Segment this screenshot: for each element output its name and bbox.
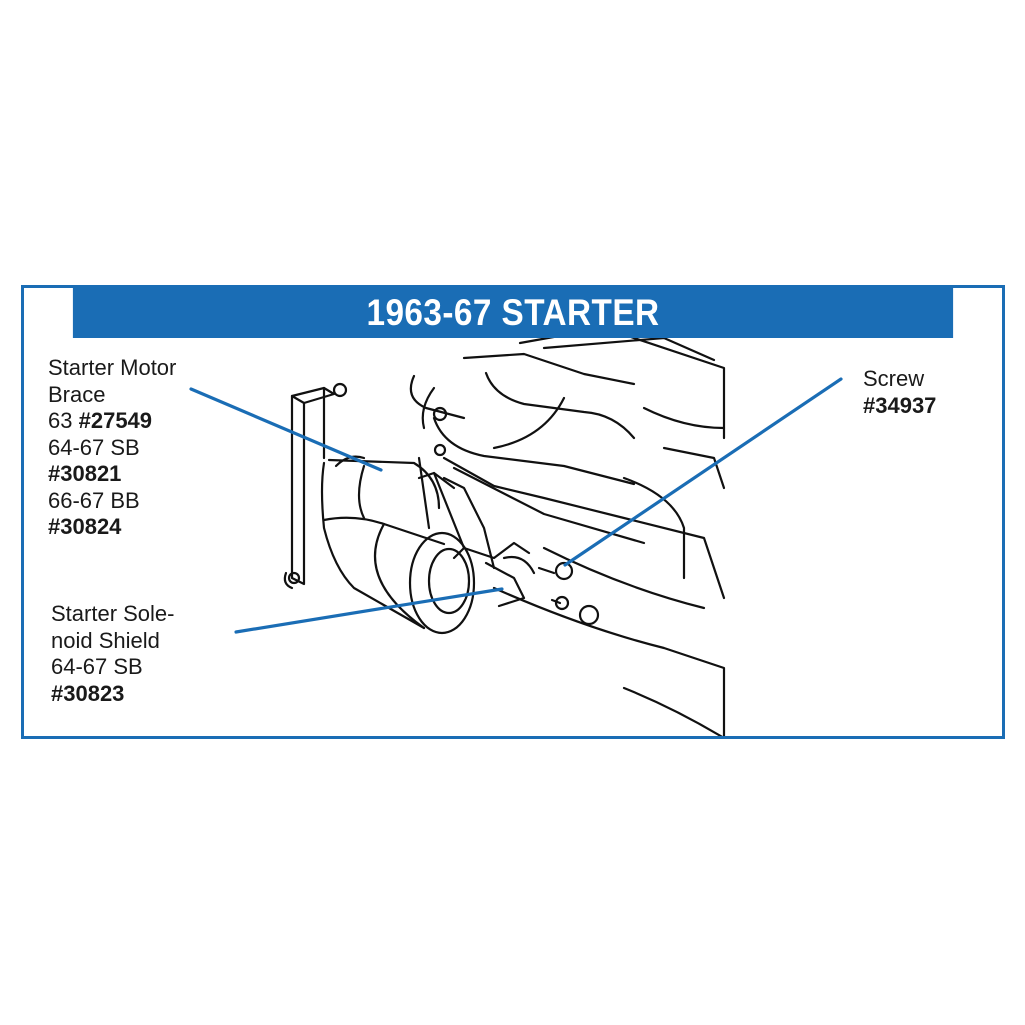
brace-name-line2: Brace <box>48 381 106 407</box>
starter-motor <box>320 455 496 635</box>
page-title: 1963-67 STARTER <box>72 288 954 338</box>
brace-row-63: 63 #27549 <box>48 408 176 435</box>
solenoid-name-line2: noid Shield <box>51 627 160 653</box>
brace-bracket <box>417 471 531 560</box>
brace-part-number-1: #27549 <box>78 408 153 433</box>
callout-starter-motor-brace: Starter Motor Brace 63 #27549 64-67 SB #… <box>48 355 176 541</box>
callout-screw: Screw #34937 <box>863 366 936 419</box>
brace-year1: 63 <box>48 408 73 433</box>
brace-part-number-3: #30824 <box>48 514 122 539</box>
screw-part-number: #34937 <box>863 392 937 418</box>
leader-line-solenoid <box>234 587 504 634</box>
leader-line-brace <box>189 387 383 472</box>
hardware <box>537 561 600 626</box>
brace-part-number-2: #30821 <box>48 461 122 486</box>
leader-line-screw <box>563 377 843 567</box>
callout-starter-solenoid-shield: Starter Sole- noid Shield 64-67 SB #3082… <box>51 601 175 707</box>
brace-name-line1: Starter Motor <box>48 355 177 380</box>
solenoid-name-line1: Starter Sole- <box>51 601 175 626</box>
starter-line-drawing <box>189 326 843 736</box>
frame-rail <box>283 386 336 590</box>
screw-name: Screw <box>863 366 925 391</box>
boss-circles <box>287 382 448 585</box>
brace-year2: 64-67 SB <box>48 434 140 460</box>
solenoid-shield <box>484 555 536 608</box>
solenoid-part-number: #30823 <box>51 680 125 706</box>
brace-year3: 66-67 BB <box>48 487 140 513</box>
solenoid-year1: 64-67 SB <box>51 654 143 679</box>
diagram-frame: 1963-67 STARTER Starter Motor Brace 63 #… <box>21 285 1005 739</box>
